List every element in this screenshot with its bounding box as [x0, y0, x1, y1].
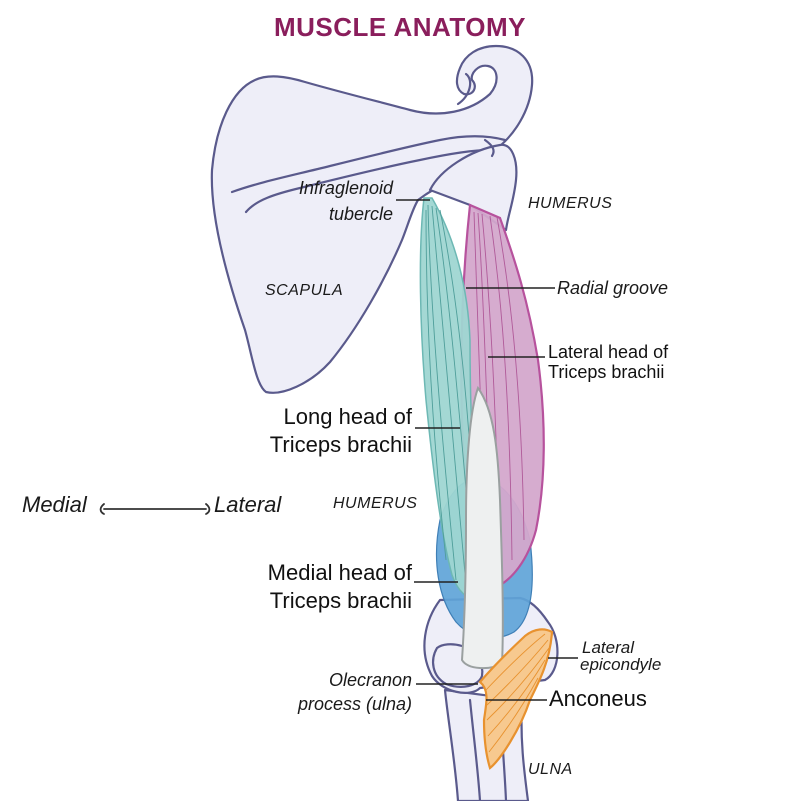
leader-lines [396, 199, 578, 701]
label-humerus-upper: HUMERUS [528, 195, 612, 212]
humerus-shaft [460, 385, 504, 670]
label-ulna: ULNA [528, 761, 573, 778]
humerus-head [428, 138, 518, 232]
label-olecranon-1: Olecranon [329, 670, 412, 690]
scapula-bone [210, 44, 534, 394]
orientation-medial: Medial [22, 492, 88, 517]
label-lateral-epicondyle-2: epicondyle [580, 655, 661, 674]
anconeus-muscle [478, 628, 554, 770]
label-long-head-2: Triceps brachii [270, 432, 412, 457]
label-medial-head-1: Medial head of [268, 560, 413, 585]
label-radial-groove: Radial groove [557, 278, 668, 298]
label-anconeus: Anconeus [549, 686, 647, 711]
label-lateral-epicondyle-1: Lateral [582, 638, 635, 657]
label-olecranon-2: process (ulna) [297, 694, 412, 714]
label-infraglenoid-1: Infraglenoid [299, 178, 394, 198]
label-lateral-head-1: Lateral head of [548, 342, 669, 362]
orientation-indicator: Medial Lateral [22, 492, 282, 517]
label-medial-head-2: Triceps brachii [270, 588, 412, 613]
label-long-head-1: Long head of [284, 404, 413, 429]
label-lateral-head-2: Triceps brachii [548, 362, 664, 382]
orientation-lateral: Lateral [214, 492, 282, 517]
label-scapula: SCAPULA [265, 282, 343, 299]
diagram-title: MUSCLE ANATOMY [274, 12, 526, 42]
double-arrow-icon [99, 503, 211, 515]
label-humerus-lower: HUMERUS [333, 495, 417, 512]
label-infraglenoid-2: tubercle [329, 204, 393, 224]
